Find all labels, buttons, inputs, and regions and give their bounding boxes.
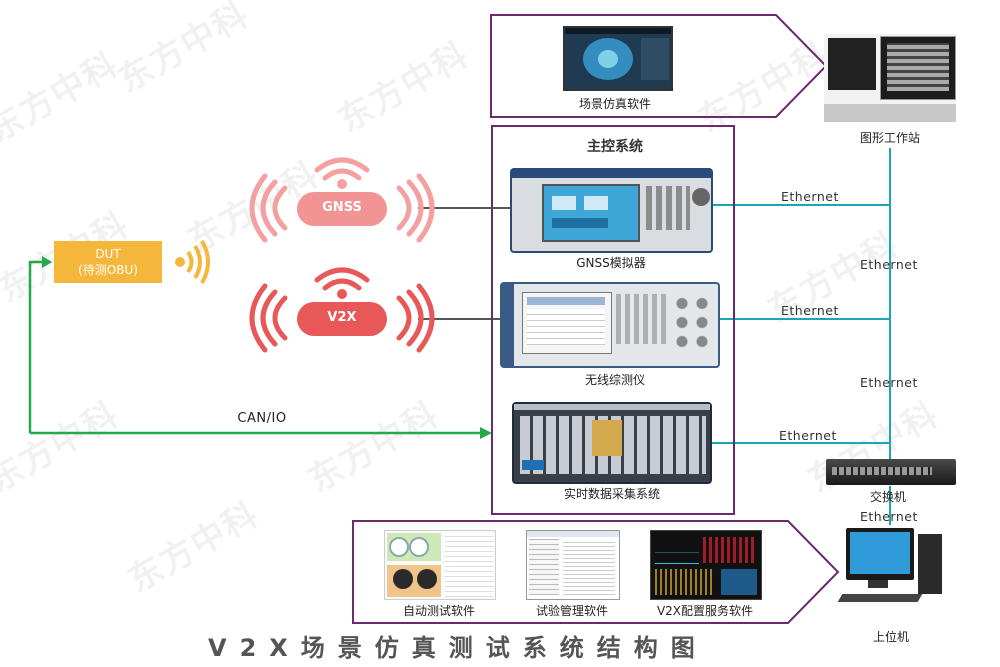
ethernet-label-gnss: Ethernet <box>781 189 839 204</box>
v2x-config-screenshot <box>650 530 762 600</box>
graphics-workstation-label: 图形工作站 <box>859 131 920 145</box>
can-io-arrow-head <box>480 427 492 439</box>
host-label: 上位机 <box>872 630 909 644</box>
daq-device <box>512 402 712 484</box>
scene-software-label: 场景仿真软件 <box>578 97 651 111</box>
wireless-tester-label: 无线综测仪 <box>584 373 645 387</box>
gnss-signal-icon <box>249 157 435 243</box>
gnss-simulator-label: GNSS模拟器 <box>576 256 646 270</box>
can-io-label: CAN/IO <box>237 411 287 426</box>
switch-label: 交换机 <box>869 490 906 504</box>
scene-software-frame <box>490 14 828 118</box>
test-mgmt-label: 试验管理软件 <box>535 604 608 618</box>
ethernet-label-wireless: Ethernet <box>781 303 839 318</box>
gnss-label: GNSS <box>322 200 362 215</box>
v2x-signal-icon <box>249 267 435 353</box>
host-computer-image <box>837 528 946 622</box>
ethernet-label-trunk-lower: Ethernet <box>860 375 918 390</box>
main-control-title: 主控系统 <box>587 139 643 155</box>
ethernet-label-daq: Ethernet <box>779 428 837 443</box>
daq-label: 实时数据采集系统 <box>563 487 660 501</box>
ethernet-label-host: Ethernet <box>860 509 918 524</box>
dut-label: DUT <box>95 247 121 261</box>
diagram-title: V2X场景仿真测试系统结构图 <box>208 634 708 662</box>
auto-test-screenshot <box>384 530 496 600</box>
test-mgmt-screenshot <box>526 530 620 600</box>
graphics-workstation-image <box>824 34 956 122</box>
v2x-config-label: V2X配置服务软件 <box>656 604 754 618</box>
wireless-tester-device <box>500 282 720 368</box>
dut-sublabel: (待测OBU) <box>78 263 138 277</box>
can-io-arrow-head <box>42 256 52 268</box>
ethernet-label-trunk-upper: Ethernet <box>860 257 918 272</box>
gnss-simulator-device <box>510 168 713 253</box>
auto-test-label: 自动测试软件 <box>402 604 475 618</box>
network-switch-image <box>826 459 956 485</box>
main-control-frame <box>491 125 735 515</box>
v2x-label: V2X <box>327 310 357 325</box>
dut-box: DUT (待测OBU) <box>54 241 162 283</box>
dut-signal-icon <box>175 240 210 284</box>
software-frame <box>352 520 840 624</box>
scene-software-screenshot <box>563 26 673 91</box>
can-io-line <box>28 260 50 433</box>
